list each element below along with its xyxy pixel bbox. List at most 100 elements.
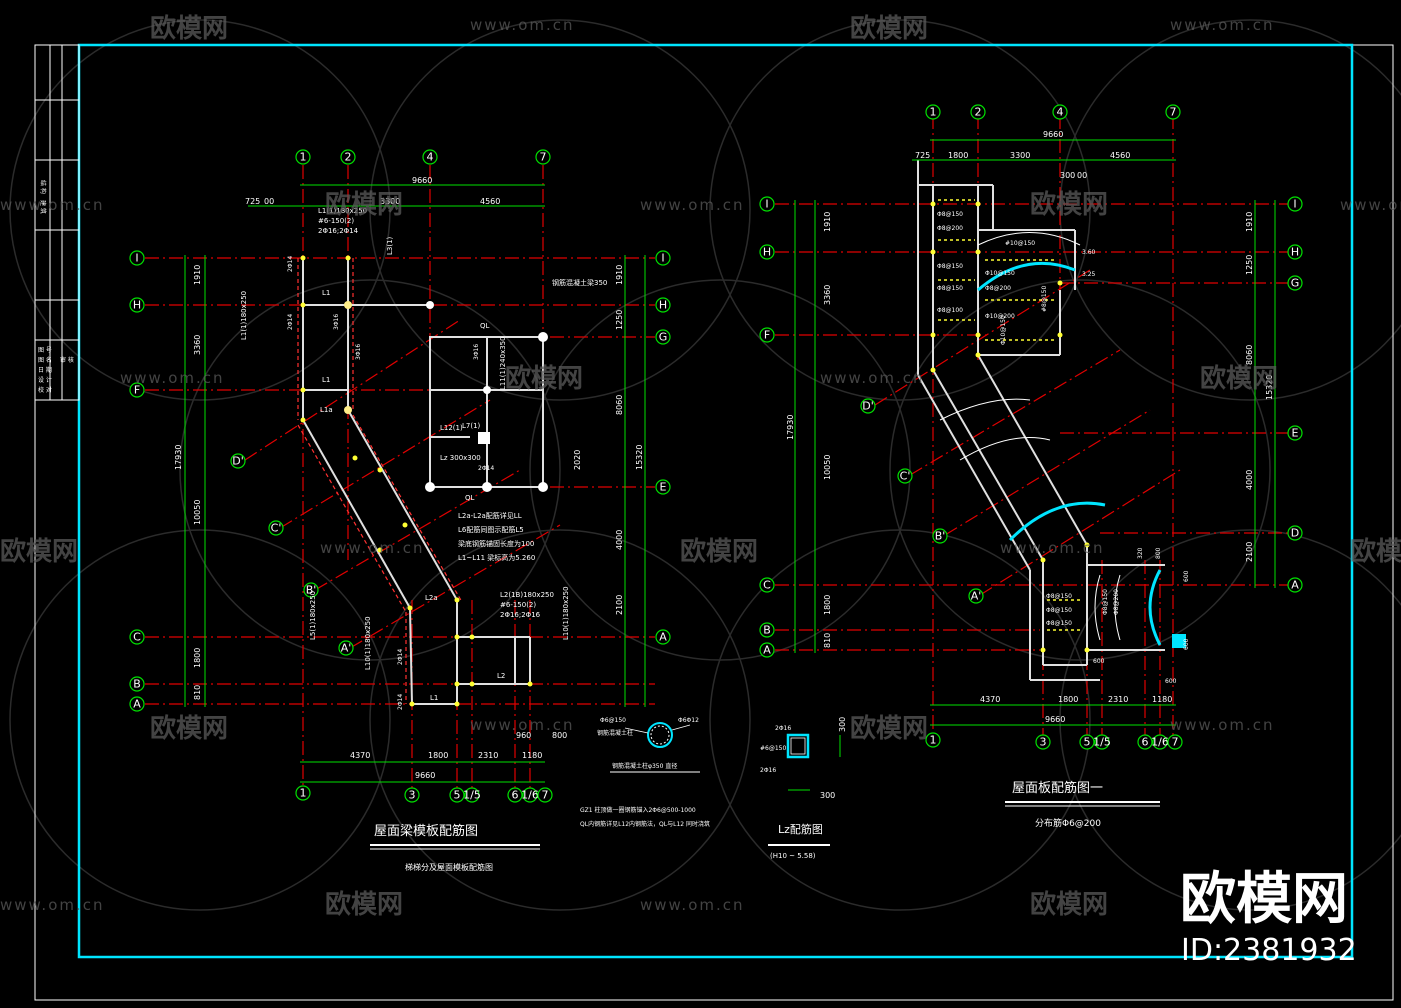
left-axis-bottom-6: 1/6	[521, 789, 539, 802]
left-dim-right-1: 1910	[615, 265, 624, 285]
right-dim-right-2: 1250	[1245, 255, 1254, 275]
right-axis-bottom-5: 6	[1142, 736, 1149, 749]
right-grid-inclined	[874, 269, 1181, 596]
right-axis-right-6: A	[1291, 579, 1299, 592]
left-axis-left-5: C'	[271, 522, 282, 535]
left-axis-left-8: C	[133, 631, 141, 644]
right-axis-left-6: B'	[935, 530, 946, 543]
right-axis-bottom-2: 3	[1040, 736, 1047, 749]
left-axis-bottom-3: 5	[454, 789, 461, 802]
gz-label-1: Φ6@150	[600, 717, 626, 724]
title-block-row-5: 校 对	[38, 386, 52, 394]
right-small-dim-7: 800	[1155, 547, 1162, 559]
left-dim-top-2: 00	[264, 197, 274, 206]
right-axis-left-8: C	[763, 579, 771, 592]
right-rebar-label-16: Φ8@150	[1102, 589, 1109, 615]
right-rebar-label-9: Φ10@150	[1000, 315, 1007, 345]
asset-id: ID:2381932	[1181, 933, 1357, 968]
left-beam-label-L12: L12(1)	[440, 424, 463, 432]
left-dim-right-2: 1250	[615, 310, 624, 330]
right-axis-right-3: G	[1291, 277, 1300, 290]
left-beam-label-L1-mid: L1	[322, 376, 330, 384]
left-beam-label-QL-top: QL	[480, 322, 490, 330]
right-rebar-label-1: Φ8@150	[937, 211, 963, 218]
right-axis-top-3: 4	[1057, 106, 1064, 119]
right-rebar-label-2: Φ8@200	[937, 225, 963, 232]
brand-logo-text: 欧模网	[1180, 867, 1348, 932]
left-bar-label-7: 2Φ14	[397, 649, 404, 665]
title-block-top-row-2: 建 筑	[39, 200, 47, 214]
right-dim-bottom-3: 2310	[1108, 695, 1128, 704]
title-block-row-4: 设 计	[38, 376, 52, 384]
watermark-arcs	[9, 19, 1401, 911]
left-axis-top-3: 4	[427, 151, 434, 164]
left-columns	[344, 301, 548, 492]
right-small-dim-2: 3.25	[1082, 271, 1096, 278]
left-axis-right-3: G	[659, 331, 668, 344]
left-beam-label-2: #6-150(2)	[318, 217, 354, 225]
right-dim-top-3: 3300	[1010, 151, 1030, 160]
right-axis-bottom-1: 1	[930, 734, 937, 747]
left-beam-label-L1-bottom: L1	[430, 694, 438, 702]
left-dim-left-5: 1800	[193, 648, 202, 668]
right-small-dim-6: 600	[1165, 678, 1177, 685]
right-rebar-label-10: Φ10@200	[985, 313, 1015, 320]
right-axis-bottom-4: 1/5	[1093, 736, 1111, 749]
right-dim-bottom-1: 4370	[980, 695, 1000, 704]
title-block-top-row-1: 结 构	[39, 180, 47, 194]
watermark-url-7: www.om.cn	[820, 369, 925, 387]
left-axis-left-2: H	[133, 299, 141, 312]
right-dim-left-3: 17930	[786, 415, 795, 440]
right-axis-left-5: C'	[900, 470, 911, 483]
left-dim-bottom-4: 960	[516, 731, 531, 740]
lz-dim-1: 300	[820, 791, 835, 800]
left-axis-left-10: A	[133, 698, 141, 711]
left-beam-label-L2-1B-bars: 2Φ16;2Φ16	[500, 611, 541, 619]
left-beam-label-L1a: L1a	[320, 406, 333, 414]
left-dim-left-4: 10050	[193, 500, 202, 525]
right-axis-left-3: F	[764, 329, 770, 342]
left-note-3: 梁底钢筋锚固长度为100	[458, 539, 534, 548]
right-dim-top-6: 00	[1077, 171, 1087, 180]
drawing-frame	[77, 43, 1354, 959]
left-dim-bottom-1: 4370	[350, 751, 370, 760]
right-rebar-lines	[938, 199, 1083, 631]
left-axis-right-5: A	[659, 631, 667, 644]
right-rebar-label-15: Φ8@150	[1046, 620, 1072, 627]
right-axis-left-1: I	[765, 198, 768, 211]
watermark-url-8: www.om.cn	[320, 539, 425, 557]
watermark-url-1: www.om.cn	[470, 16, 575, 34]
left-axis-left-1: I	[135, 252, 138, 265]
left-beam-label-1: L1(1)180x250	[318, 207, 367, 215]
left-dim-left-1: 1910	[193, 265, 202, 285]
right-axis-bottom-3: 5	[1084, 736, 1091, 749]
right-dim-left-5: 1800	[823, 595, 832, 615]
right-dim-top-1: 725	[915, 151, 930, 160]
left-column-markers	[300, 255, 533, 707]
left-beam-label-L1-top: L1	[322, 289, 330, 297]
left-dim-top-4: 4560	[480, 197, 500, 206]
left-axis-bubbles-bottom: 1 3 5 1/5 6 1/6 7	[295, 785, 553, 803]
left-axis-top-1: 1	[300, 151, 307, 164]
right-axis-bubbles-right: I H G E D A	[1287, 196, 1303, 593]
left-axis-bottom-2: 3	[409, 789, 416, 802]
right-rebar-label-12: Φ8@150	[1046, 593, 1072, 600]
right-axis-right-2: H	[1291, 246, 1299, 259]
right-rebar-label-7: Φ8@200	[985, 285, 1011, 292]
left-right-note: 钢筋混凝土梁350	[552, 278, 607, 287]
left-note-2: L6配筋同图示配筋L5	[458, 525, 524, 534]
right-rebar-label-11: Φ8@100	[937, 307, 963, 314]
title-block-row-1: 图 号	[38, 347, 52, 354]
left-dim-right-3: 8060	[615, 395, 624, 415]
right-slab-outline	[917, 160, 1165, 681]
watermark-brand-13: 欧模网	[1030, 889, 1108, 920]
left-axis-bottom-5: 6	[512, 789, 519, 802]
right-dim-right-1: 1910	[1245, 212, 1254, 232]
right-rebar-label-5: Φ10@150	[985, 270, 1015, 277]
gz-note-2: QL内钢筋详见L12内钢筋法，QL与L12 同时浇筑	[580, 820, 710, 828]
right-dim-bottom-2: 1800	[1058, 695, 1078, 704]
left-bar-label-2: 2Φ14	[287, 256, 294, 272]
left-axis-right-1: I	[661, 252, 664, 265]
left-dim-right-5: 2020	[573, 450, 582, 470]
